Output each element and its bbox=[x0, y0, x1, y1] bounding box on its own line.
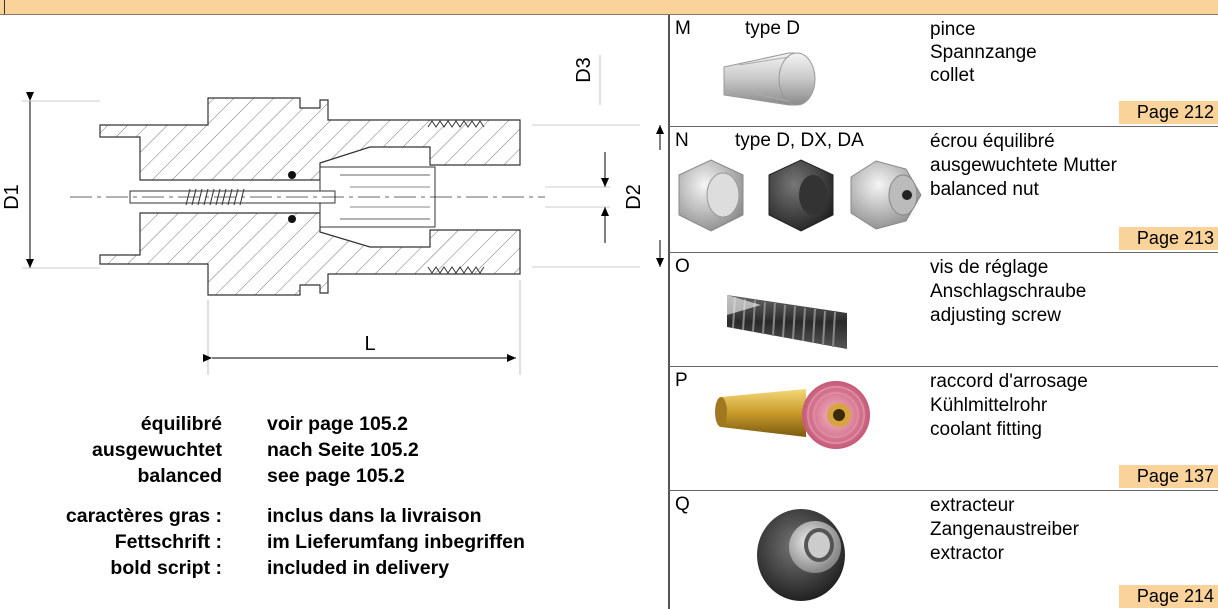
dim-d3-label: D3 bbox=[573, 57, 595, 83]
legend-value-de: im Lieferumfang inbegriffen bbox=[267, 531, 525, 553]
legend-term-fr: caractères gras : bbox=[65, 505, 222, 527]
accessory-letter: M bbox=[675, 18, 691, 39]
accessory-desc-de: Kühlmittelrohr bbox=[930, 395, 1048, 416]
accessory-desc-de: Spannzange bbox=[930, 42, 1037, 63]
accessory-letter: P bbox=[675, 370, 688, 391]
header-band bbox=[0, 0, 1218, 15]
dim-d1-label: D1 bbox=[1, 184, 23, 210]
accessory-letter: Q bbox=[675, 494, 690, 515]
balanced-term-fr: équilibré bbox=[140, 413, 222, 435]
page-ref-link[interactable]: Page 214 bbox=[1118, 585, 1218, 608]
accessory-desc-en: extractor bbox=[930, 543, 1004, 564]
accessory-desc-fr: écrou équilibré bbox=[930, 131, 1055, 152]
accessory-type: type D bbox=[745, 18, 800, 39]
page-ref-link[interactable]: Page 213 bbox=[1118, 227, 1218, 250]
accessory-desc-fr: raccord d'arrosage bbox=[930, 371, 1088, 392]
accessory-letter: N bbox=[675, 130, 689, 151]
left-panel: D1 D2 D3 L équilibré voir page 105.2 aus… bbox=[0, 15, 670, 609]
accessory-desc-fr: pince bbox=[930, 19, 976, 40]
dim-d2-label: D2 bbox=[623, 184, 645, 210]
extractor-icon bbox=[757, 509, 845, 601]
accessory-desc-en: collet bbox=[930, 65, 975, 86]
holder-body-upper bbox=[99, 97, 521, 181]
nut-icon bbox=[678, 159, 922, 232]
accessory-row-screw: O vis de réglage Anschlagschraube adjust… bbox=[669, 253, 1218, 367]
balanced-value-fr: voir page 105.2 bbox=[267, 413, 408, 435]
legend-term-en: bold script : bbox=[110, 557, 222, 579]
header-tick bbox=[4, 0, 5, 14]
accessory-row-coolant-fitting: P raccord d'arrosage Kühlmittelrohr cool… bbox=[669, 367, 1218, 491]
accessory-desc-en: coolant fitting bbox=[930, 419, 1042, 440]
accessory-row-collet: M type D pince Spannzange collet Page 21… bbox=[669, 15, 1218, 127]
dim-l-label: L bbox=[364, 333, 375, 355]
holder-body-lower bbox=[99, 212, 521, 296]
accessory-desc-de: Zangenaustreiber bbox=[930, 519, 1079, 540]
accessory-type: type D, DX, DA bbox=[735, 130, 864, 151]
accessory-row-extractor: Q extracteur Zangenaustreiber extractor … bbox=[669, 491, 1218, 609]
balanced-term-en: balanced bbox=[137, 465, 222, 487]
accessory-desc-en: adjusting screw bbox=[930, 305, 1061, 326]
tool-holder-drawing: D1 D2 D3 L bbox=[1, 55, 664, 375]
legend-value-fr: inclus dans la livraison bbox=[267, 505, 482, 527]
coolant-fitting-icon bbox=[715, 381, 870, 449]
balanced-term-de: ausgewuchtet bbox=[91, 439, 222, 461]
collet-icon bbox=[723, 52, 816, 106]
page-ref-link[interactable]: Page 212 bbox=[1118, 101, 1218, 124]
balanced-value-en: see page 105.2 bbox=[267, 465, 405, 487]
balanced-value-de: nach Seite 105.2 bbox=[267, 439, 419, 461]
legend-value-en: included in delivery bbox=[267, 557, 450, 579]
accessory-desc-fr: extracteur bbox=[930, 495, 1015, 516]
accessory-desc-de: Anschlagschraube bbox=[930, 281, 1087, 302]
page-ref-link[interactable]: Page 137 bbox=[1118, 465, 1218, 488]
accessory-letter: O bbox=[675, 256, 690, 277]
screw-icon bbox=[727, 295, 847, 349]
legend-term-de: Fettschrift : bbox=[114, 531, 222, 553]
accessory-desc-de: ausgewuchtete Mutter bbox=[930, 155, 1117, 176]
accessory-desc-en: balanced nut bbox=[930, 179, 1039, 200]
accessory-row-nut: N type D, DX, DA écrou équilibré ausgewu… bbox=[669, 127, 1218, 253]
accessory-desc-fr: vis de réglage bbox=[930, 257, 1049, 278]
